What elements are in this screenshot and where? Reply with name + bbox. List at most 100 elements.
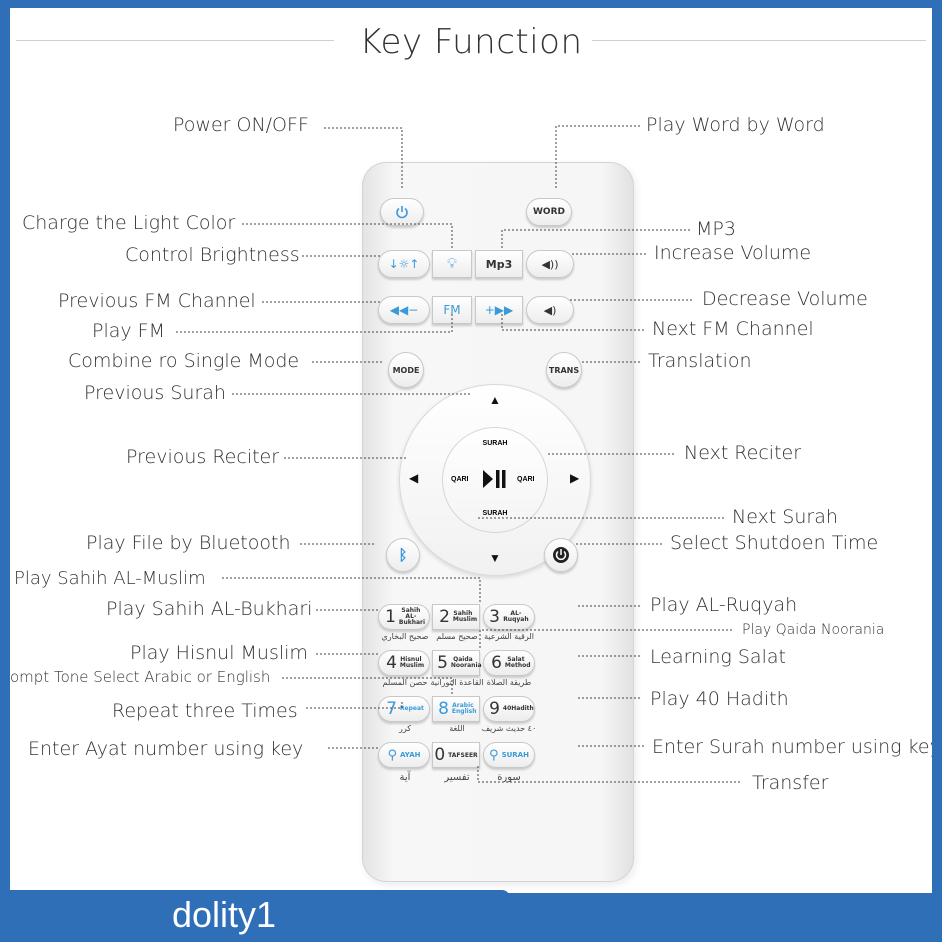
label-bluetooth: Play File by Bluetooth	[86, 532, 291, 554]
key-5-button[interactable]: 5 Qaida Noorania	[432, 650, 482, 676]
trans-button[interactable]: TRANS	[546, 352, 582, 388]
key-9-button[interactable]: 9 40Hadith	[483, 696, 535, 722]
plus-forward-icon: +▶▶	[484, 303, 514, 317]
label-previous-surah: Previous Surah	[84, 382, 226, 404]
rewind-minus-icon: ◀◀−	[389, 303, 419, 317]
key-3-button[interactable]: 3 AL-Ruqyah	[483, 604, 535, 630]
label-next-surah: Next Surah	[732, 506, 838, 528]
volume-down-icon: ◀)	[543, 303, 557, 317]
previous-fm-button[interactable]: ◀◀−	[378, 296, 430, 324]
key-3-number: 3	[489, 607, 500, 627]
key-6-sublabel: Salat Method	[504, 656, 531, 669]
right-arrow-button[interactable]: ▶	[570, 471, 580, 485]
key-7-button[interactable]: 7 Repeat	[378, 696, 430, 722]
key-8-arabic: اللغة	[449, 724, 465, 733]
key-2-button[interactable]: 2 Sahih Muslim	[432, 604, 480, 630]
page-title: Key Function	[359, 22, 583, 62]
key-5-number: 5	[437, 653, 448, 673]
down-arrow-button[interactable]: ▼	[489, 551, 501, 565]
label-hadith: Play 40 Hadith	[650, 688, 789, 710]
play-pause-button[interactable]: SURAH SURAH QARI QARI	[442, 427, 548, 533]
watermark-text: dolity1	[172, 894, 277, 935]
label-previous-reciter: Previous Reciter	[126, 446, 280, 468]
label-volume-up: Increase Volume	[654, 242, 812, 264]
volume-down-button[interactable]: ◀)	[526, 296, 574, 324]
label-previous-fm: Previous FM Channel	[58, 290, 256, 312]
label-power: Power ON/OFF	[173, 114, 309, 136]
label-translation: Translation	[648, 350, 752, 372]
key-5-sublabel: Qaida Noorania	[450, 656, 482, 669]
label-next-reciter: Next Reciter	[684, 442, 802, 464]
watermark-background	[0, 890, 510, 942]
key-1-sublabel: Sahih AL-Bukhari	[398, 607, 426, 626]
volume-up-icon: ◀))	[541, 257, 559, 271]
key-2-arabic: صحيح مسلم	[436, 632, 478, 641]
key-5-arabic: القاعدة النورانية	[430, 678, 484, 687]
key-7-arabic: كرر	[398, 724, 412, 733]
key-9-arabic: ٤٠ حديث شريف	[481, 724, 537, 733]
key-8-sublabel: Arabic English	[451, 702, 477, 715]
search-icon: ⚲	[489, 747, 499, 763]
key-8-button[interactable]: 8 Arabic English	[432, 696, 480, 722]
label-ruqyah: Play AL-Ruqyah	[650, 594, 798, 616]
title-rule-left	[16, 40, 334, 41]
next-fm-button[interactable]: +▶▶	[475, 296, 523, 324]
ayah-search-button[interactable]: ⚲ AYAH	[378, 742, 430, 768]
brightness-icon: ↓☼↑	[388, 257, 420, 271]
label-prompt-tone: ompt Tone Select Arabic or English	[10, 668, 271, 686]
key-1-number: 1	[385, 607, 396, 627]
key-0-arabic: تفسير	[444, 772, 470, 783]
mode-button[interactable]: MODE	[388, 352, 424, 388]
play-pause-icon	[483, 470, 506, 488]
surah-search-button[interactable]: ⚲ SURAH	[483, 742, 535, 768]
key-6-number: 6	[491, 653, 502, 673]
label-surah-number: Enter Surah number using key	[652, 736, 932, 758]
bluetooth-icon: ᛒ	[398, 546, 408, 564]
key-4-sublabel: Hisnul Muslim	[399, 656, 425, 669]
label-ayat-number: Enter Ayat number using key	[28, 738, 304, 760]
label-sahih-muslim: Play Sahih AL-Muslim	[14, 568, 206, 589]
label-repeat: Repeat three Times	[112, 700, 298, 722]
key-4-button[interactable]: 4 Hisnul Muslim	[378, 650, 430, 676]
tafseer-label: TAFSEER	[448, 751, 478, 759]
label-mode: Combine ro Single Mode	[68, 350, 300, 372]
surah-arabic: سورة	[497, 772, 521, 783]
search-icon: ⚲	[387, 747, 398, 763]
title-row: Key Function	[10, 8, 932, 74]
label-sahih-bukhari: Play Sahih AL-Bukhari	[106, 598, 313, 620]
key-0-button[interactable]: 0 TAFSEER	[432, 742, 480, 768]
label-word: Play Word by Word	[646, 114, 825, 136]
watermark: dolity1	[0, 890, 520, 942]
key-6-button[interactable]: 6 Salat Method	[483, 650, 535, 676]
label-qaida: Play Qaida Noorania	[742, 622, 885, 638]
key-9-sublabel: 40Hadith	[502, 705, 534, 712]
ayah-label: AYAH	[400, 751, 421, 759]
power-button[interactable]	[380, 198, 424, 226]
bulb-icon: 💡︎	[447, 256, 457, 272]
image-frame: Key Function WORD ↓☼↑ 💡︎ Mp3 ◀)) ◀◀− FM …	[10, 8, 932, 893]
key-0-number: 0	[434, 745, 446, 765]
up-arrow-button[interactable]: ▲	[489, 393, 501, 407]
label-brightness: Control Brightness	[125, 244, 300, 266]
key-1-button[interactable]: 1 Sahih AL-Bukhari	[378, 604, 430, 630]
leader-lines	[176, 125, 740, 783]
surah-search-label: SURAH	[501, 751, 529, 759]
label-salat: Learning Salat	[650, 646, 786, 668]
qari-left-label: QARI	[451, 476, 469, 483]
key-6-arabic: طريقة الصلاة	[486, 678, 532, 687]
key-8-number: 8	[438, 699, 449, 719]
volume-up-button[interactable]: ◀))	[526, 250, 574, 278]
label-transfer: Transfer	[752, 772, 829, 794]
bluetooth-button[interactable]: ᛒ	[386, 538, 420, 572]
mp3-button[interactable]: Mp3	[475, 250, 523, 278]
brightness-button[interactable]: ↓☼↑	[378, 250, 430, 278]
power-icon	[396, 206, 408, 219]
key-7-number: 7	[386, 699, 397, 719]
remote-control: WORD ↓☼↑ 💡︎ Mp3 ◀)) ◀◀− FM +▶▶ ◀) MODE T…	[362, 162, 634, 882]
key-3-arabic: الرقية الشرعية	[484, 632, 534, 641]
light-color-button[interactable]: 💡︎	[432, 250, 472, 278]
key-1-arabic: صحيح البخاري	[381, 632, 429, 641]
shutdown-timer-button[interactable]	[544, 538, 578, 572]
word-button[interactable]: WORD	[526, 198, 572, 226]
left-arrow-button[interactable]: ◀	[409, 471, 419, 485]
